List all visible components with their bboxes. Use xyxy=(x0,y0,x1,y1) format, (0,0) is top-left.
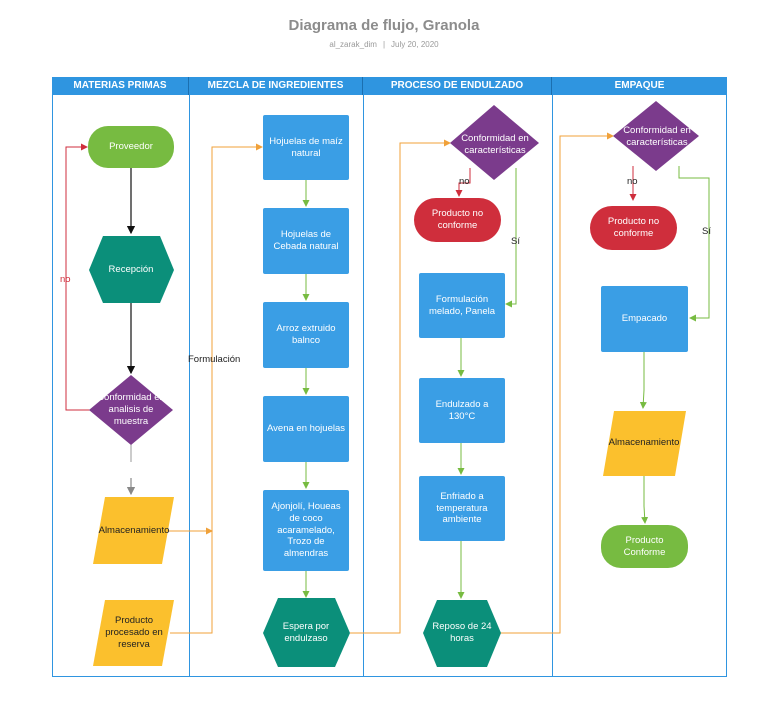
node-espera: Espera por endulzaso xyxy=(282,621,330,644)
connector-arrow xyxy=(641,476,649,524)
diamond-shape xyxy=(613,101,699,171)
node-conformidad-empaque: Conformidad en características xyxy=(623,125,691,148)
lane-header-mezcla: MEZCLA DE INGREDIENTES xyxy=(189,77,363,95)
lane-divider xyxy=(552,95,553,677)
node-producto-no-conforme-empaque: Producto no conforme xyxy=(590,206,677,250)
hexagon-shape xyxy=(263,598,350,667)
connector-to-endulzado xyxy=(350,139,451,634)
parallelogram-shape xyxy=(93,600,174,666)
node-conformidad-caracteristicas: Conformidad en características xyxy=(461,133,529,156)
node-producto-procesado: Producto procesado en reserva xyxy=(105,615,163,650)
connector-to-empaque xyxy=(498,132,614,634)
parallelogram-shape xyxy=(603,411,686,476)
diamond-shape xyxy=(89,375,173,445)
node-endulzado: Endulzado a 130°C xyxy=(419,378,505,443)
hexagon-shape xyxy=(423,600,501,667)
node-ajonjoli: Ajonjolí, Houeas de coco acaramelado, Tr… xyxy=(263,490,349,571)
node-empacado: Empacado xyxy=(601,286,688,352)
lane-header-materias-primas: MATERIAS PRIMAS xyxy=(52,77,189,95)
node-avena: Avena en hojuelas xyxy=(263,396,349,462)
diagram-title: Diagrama de flujo, Granola xyxy=(288,17,480,34)
node-conformidad-muestra: Conformidad en analisis de muestra xyxy=(97,392,165,427)
node-almacenamiento-empaque: Almacenamiento xyxy=(608,437,680,449)
hexagon-shape xyxy=(89,236,174,303)
node-enfriado: Enfriado a temperatura ambiente xyxy=(419,476,505,541)
edge-label-si: Sí xyxy=(511,236,520,247)
edge-label-no: no xyxy=(627,176,638,187)
diagram-subtitle: al_zarak_dim | July 20, 2020 xyxy=(0,40,768,49)
node-hojuelas-maiz: Hojuelas de maíz natural xyxy=(263,115,349,180)
author-name: al_zarak_dim xyxy=(329,40,377,49)
lane-divider xyxy=(189,95,190,677)
edge-label-no: no xyxy=(459,176,470,187)
diagram-date: July 20, 2020 xyxy=(391,40,439,49)
edge-label-formulacion: Formulación xyxy=(188,354,241,365)
connector-si xyxy=(505,168,517,308)
edge-label-no: no xyxy=(60,274,71,285)
lane-header-endulzado: PROCESO DE ENDULZADO xyxy=(363,77,552,95)
lane-header-empaque: EMPAQUE xyxy=(552,77,727,95)
node-reposo: Reposo de 24 horas xyxy=(432,621,492,644)
diamond-shape xyxy=(450,105,539,180)
connector-si xyxy=(678,166,710,322)
node-formulacion-melado: Formulación melado, Panela xyxy=(419,273,505,338)
node-hojuelas-cebada: Hojuelas de Cebada natural xyxy=(263,208,349,274)
connector-no xyxy=(455,168,471,197)
connector-formulacion xyxy=(170,143,263,634)
connector-arrow xyxy=(639,352,647,409)
node-proveedor: Proveedor xyxy=(88,126,174,168)
edge-label-si: Sí xyxy=(702,226,711,237)
node-almacenamiento: Almacenamiento xyxy=(98,525,170,537)
lane-divider xyxy=(363,95,364,677)
node-producto-conforme: Producto Conforme xyxy=(601,525,688,568)
node-producto-no-conforme: Producto no conforme xyxy=(414,198,501,242)
connector-no-loop xyxy=(65,143,92,411)
node-recepcion: Recepción xyxy=(108,264,154,276)
node-arroz: Arroz extruido balnco xyxy=(263,302,349,368)
parallelogram-shape xyxy=(93,497,174,564)
subtitle-separator: | xyxy=(382,40,386,49)
